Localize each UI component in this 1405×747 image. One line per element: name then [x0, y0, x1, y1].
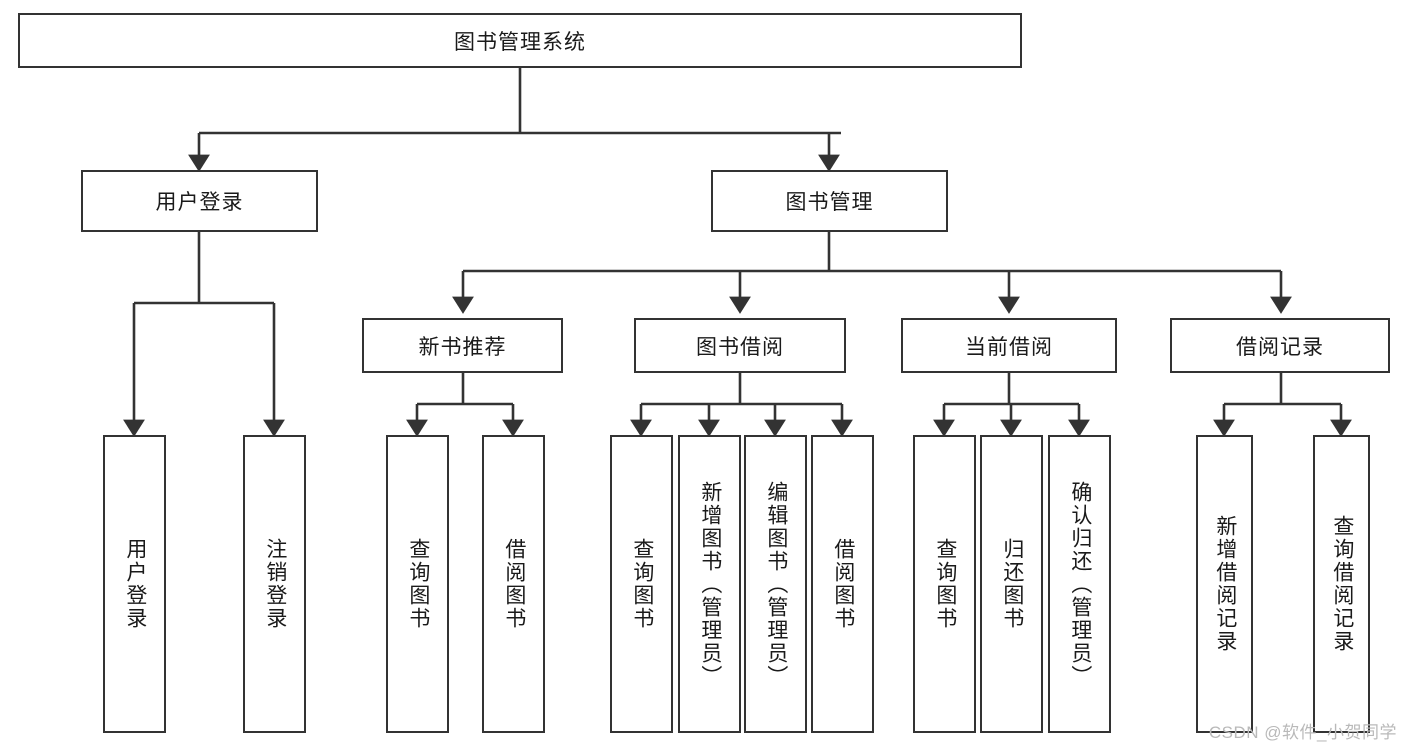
node-book-borrow[interactable]: 图书借阅	[634, 318, 846, 373]
node-leaf-confirm-return-admin[interactable]: 确认归还（管理员）	[1048, 435, 1111, 733]
node-current-borrow[interactable]: 当前借阅	[901, 318, 1117, 373]
node-leaf-query-borrow-record[interactable]: 查询借阅记录	[1313, 435, 1370, 733]
node-leaf-edit-book-admin-label: 编辑图书（管理员）	[764, 480, 788, 688]
node-leaf-borrow-book[interactable]: 借阅图书	[811, 435, 874, 733]
node-leaf-query-book-current-label: 查询图书	[933, 538, 957, 630]
node-leaf-confirm-return-admin-label: 确认归还（管理员）	[1068, 480, 1092, 688]
node-leaf-user-login-label: 用户登录	[123, 538, 147, 630]
node-user-login-label: 用户登录	[155, 191, 244, 214]
node-leaf-return-book[interactable]: 归还图书	[980, 435, 1043, 733]
node-book-management-label: 图书管理	[785, 191, 874, 214]
node-borrow-record[interactable]: 借阅记录	[1170, 318, 1390, 373]
node-leaf-query-book-borrow-label: 查询图书	[630, 538, 654, 630]
node-leaf-query-book-current[interactable]: 查询图书	[913, 435, 976, 733]
node-current-borrow-label: 当前借阅	[965, 335, 1053, 359]
node-leaf-return-book-label: 归还图书	[1000, 538, 1024, 630]
node-book-borrow-label: 图书借阅	[696, 335, 784, 359]
node-leaf-logout[interactable]: 注销登录	[243, 435, 306, 733]
node-leaf-logout-label: 注销登录	[263, 538, 287, 630]
node-new-book-recommend-label: 新书推荐	[418, 335, 507, 359]
node-leaf-edit-book-admin[interactable]: 编辑图书（管理员）	[744, 435, 807, 733]
node-new-book-recommend[interactable]: 新书推荐	[362, 318, 563, 373]
node-leaf-query-borrow-record-label: 查询借阅记录	[1330, 515, 1354, 653]
node-leaf-add-borrow-record[interactable]: 新增借阅记录	[1196, 435, 1253, 733]
node-leaf-add-book-admin-label: 新增图书（管理员）	[698, 480, 722, 688]
node-book-management[interactable]: 图书管理	[711, 170, 948, 232]
watermark: CSDN @软件_小贺同学	[1208, 723, 1397, 742]
node-leaf-user-login[interactable]: 用户登录	[103, 435, 166, 733]
node-leaf-add-book-admin[interactable]: 新增图书（管理员）	[678, 435, 741, 733]
node-leaf-borrow-book-recommend-label: 借阅图书	[502, 538, 526, 630]
node-leaf-query-book-borrow[interactable]: 查询图书	[610, 435, 673, 733]
node-user-login[interactable]: 用户登录	[81, 170, 318, 232]
node-leaf-query-book-recommend-label: 查询图书	[406, 538, 430, 630]
node-leaf-borrow-book-label: 借阅图书	[831, 538, 855, 630]
node-root[interactable]: 图书管理系统	[18, 13, 1022, 68]
node-borrow-record-label: 借阅记录	[1236, 335, 1324, 359]
node-leaf-borrow-book-recommend[interactable]: 借阅图书	[482, 435, 545, 733]
node-root-label: 图书管理系统	[454, 30, 586, 54]
node-leaf-add-borrow-record-label: 新增借阅记录	[1213, 515, 1237, 653]
node-leaf-query-book-recommend[interactable]: 查询图书	[386, 435, 449, 733]
